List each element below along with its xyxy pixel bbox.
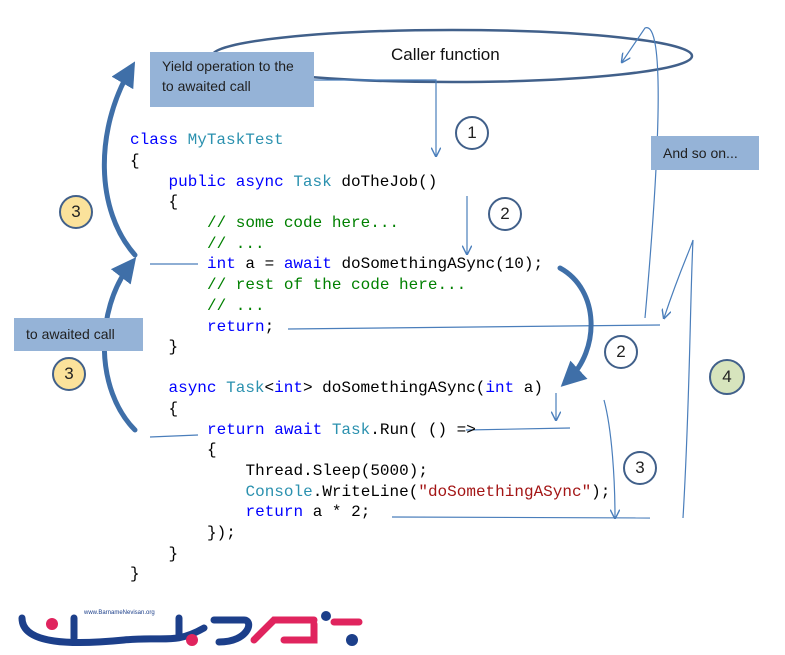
step-4-badge: 4 bbox=[709, 359, 745, 395]
step-1-badge: 1 bbox=[455, 116, 489, 150]
code-token-type: Console bbox=[245, 483, 313, 501]
code-line: return await Task.Run( () => bbox=[207, 420, 476, 440]
code-token-plain: ); bbox=[591, 483, 611, 501]
to-awaited-box: to awaited call bbox=[14, 318, 143, 351]
step-3-badge: 3 bbox=[52, 357, 86, 391]
code-token-plain: doTheJob() bbox=[331, 173, 438, 191]
code-line: } bbox=[130, 564, 140, 584]
arrow-so-on bbox=[622, 27, 659, 319]
code-line: // ... bbox=[207, 234, 265, 254]
code-line: async Task<int> doSomethingASync(int a) bbox=[169, 378, 544, 398]
code-line: Thread.Sleep(5000); bbox=[246, 461, 428, 481]
code-token-string: "doSomethingASync" bbox=[418, 483, 592, 501]
code-token-plain: } bbox=[168, 338, 179, 356]
code-token-keyword: int bbox=[274, 379, 303, 397]
step-2-badge: 2 bbox=[604, 335, 638, 369]
arrow-return-a bbox=[391, 516, 651, 519]
thick-arrow-call bbox=[557, 265, 594, 387]
yield-box: Yield operation to the to awaited call bbox=[150, 52, 314, 107]
code-token-comment: // ... bbox=[207, 235, 265, 253]
code-line: return a * 2; bbox=[246, 502, 371, 522]
code-token-plain: doSomethingASync(10); bbox=[331, 255, 544, 273]
code-token-type: MyTaskTest bbox=[187, 131, 284, 149]
code-token-plain: a * 2; bbox=[303, 503, 371, 521]
code-token-plain: } bbox=[168, 545, 179, 563]
code-token-keyword: int bbox=[207, 255, 236, 273]
code-line: { bbox=[130, 151, 140, 171]
code-token-plain: }); bbox=[207, 524, 236, 542]
code-line: } bbox=[169, 337, 179, 357]
thick-arrow-yield bbox=[101, 61, 138, 258]
code-token-keyword: public async bbox=[168, 173, 294, 191]
arrow-run-line bbox=[465, 427, 571, 431]
code-token-comment: // ... bbox=[207, 297, 265, 315]
code-line: // rest of the code here... bbox=[207, 275, 466, 295]
arrow-step3 bbox=[603, 399, 615, 518]
arrow-step1 bbox=[300, 79, 436, 156]
code-token-keyword: await bbox=[283, 255, 332, 273]
and-so-on-box: And so on... bbox=[651, 136, 759, 170]
code-token-plain: a) bbox=[514, 379, 543, 397]
code-token-plain: } bbox=[130, 565, 140, 583]
step-3-badge: 3 bbox=[623, 451, 657, 485]
code-line: // ... bbox=[207, 296, 265, 316]
step-2-badge: 2 bbox=[488, 197, 522, 231]
code-token-type: Task bbox=[293, 173, 332, 191]
code-line: { bbox=[207, 440, 217, 460]
code-token-comment: // some code here... bbox=[207, 214, 400, 232]
code-token-plain: .Run( () => bbox=[370, 421, 476, 439]
code-line: Console.WriteLine("doSomethingASync"); bbox=[246, 482, 611, 502]
code-line: public async Task doTheJob() bbox=[169, 172, 438, 192]
arrow-left-return bbox=[149, 434, 199, 438]
code-token-plain: { bbox=[207, 441, 217, 459]
arrow-return-line bbox=[287, 324, 661, 330]
logo: www.BarnameNevisan.org bbox=[14, 600, 364, 650]
code-token-keyword: return bbox=[245, 503, 304, 521]
arrow-step4 bbox=[664, 239, 694, 519]
logo-url: www.BarnameNevisan.org bbox=[83, 610, 155, 616]
code-token-plain: Thread.Sleep(5000); bbox=[245, 462, 428, 480]
code-token-plain: { bbox=[168, 400, 179, 418]
code-line: class MyTaskTest bbox=[130, 130, 284, 150]
code-token-keyword: int bbox=[485, 379, 515, 397]
code-token-comment: // rest of the code here... bbox=[207, 276, 467, 294]
code-token-plain: { bbox=[168, 193, 179, 211]
code-line: return; bbox=[207, 317, 274, 337]
code-token-plain: < bbox=[264, 379, 275, 397]
code-token-plain: .WriteLine( bbox=[312, 483, 419, 501]
code-line: { bbox=[169, 399, 179, 419]
code-token-plain: { bbox=[130, 152, 140, 170]
code-line: } bbox=[169, 544, 179, 564]
code-token-keyword: return await bbox=[207, 421, 332, 439]
code-token-plain: > doSomethingASync( bbox=[302, 379, 486, 397]
code-token-plain: ; bbox=[264, 318, 275, 336]
code-line: }); bbox=[207, 523, 236, 543]
code-line: int a = await doSomethingASync(10); bbox=[207, 254, 543, 274]
code-token-keyword: return bbox=[207, 318, 265, 336]
code-token-plain: a = bbox=[235, 255, 284, 273]
caller-function-label: Caller function bbox=[391, 45, 500, 64]
step-3-badge: 3 bbox=[59, 195, 93, 229]
code-token-keyword: async bbox=[168, 379, 227, 397]
code-token-keyword: class bbox=[130, 131, 188, 149]
code-line: { bbox=[169, 192, 179, 212]
code-token-type: Task bbox=[226, 379, 265, 397]
code-line: // some code here... bbox=[207, 213, 399, 233]
code-token-type: Task bbox=[331, 421, 371, 439]
